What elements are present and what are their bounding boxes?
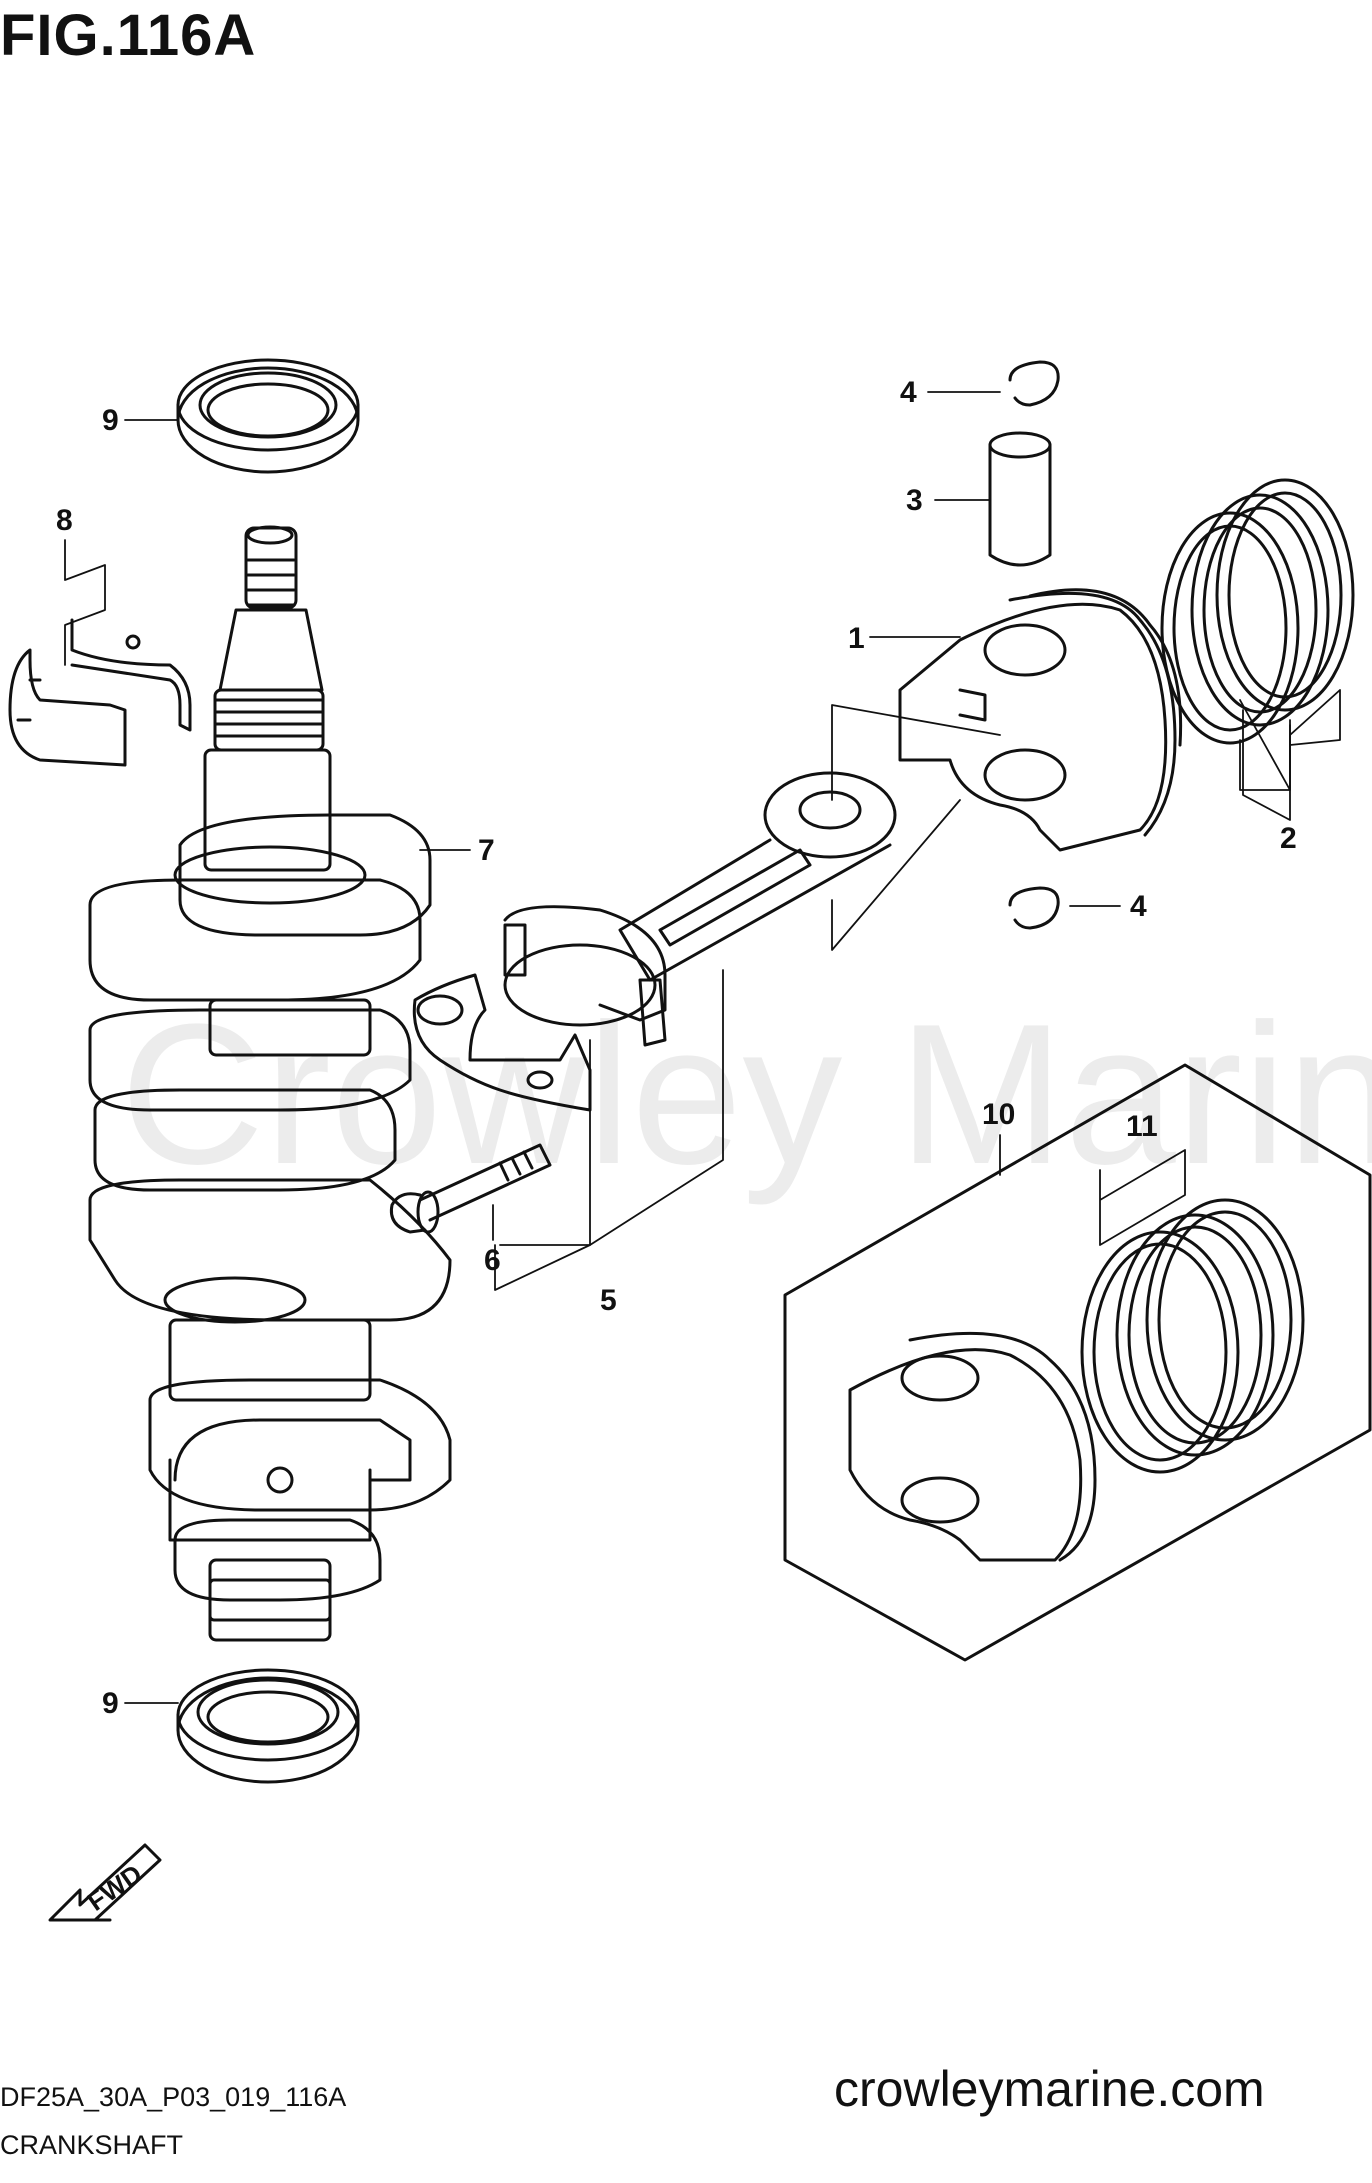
callout-1: 1: [848, 622, 865, 655]
callout-6: 6: [484, 1244, 501, 1277]
connecting-rod-bolt: [389, 1143, 552, 1234]
callout-8: 8: [56, 504, 73, 537]
fwd-label: FWD: [82, 1858, 148, 1917]
callout-10: 10: [982, 1098, 1015, 1131]
piston: [898, 588, 1183, 852]
piston-pin: [988, 431, 1052, 567]
piston-ring-set: [1160, 478, 1355, 745]
callout-2: 2: [1280, 822, 1297, 855]
callout-4-top: 4: [900, 376, 917, 409]
piston-set-box: [783, 1063, 1372, 1662]
callout-4-bottom: 4: [1130, 890, 1147, 923]
piston-kit-rings: [1080, 1198, 1305, 1474]
bearing-shell: [8, 618, 192, 767]
figure-title: FIG.116A: [0, 3, 257, 68]
crankshaft: [88, 525, 452, 1642]
oil-seal-bottom: [176, 1668, 360, 1784]
callout-labels: 1 2 3 4 4 5 6 7 8 9 9 10 11 FWD: [56, 376, 1297, 1917]
figure-code: DF25A_30A_P03_019_116A: [0, 2082, 347, 2112]
circlip-bottom: [1008, 886, 1060, 930]
callout-9-bottom: 9: [102, 1687, 119, 1720]
oil-seal-top: [176, 358, 360, 474]
figure-caption: CRANKSHAFT: [0, 2130, 184, 2160]
callout-9-top: 9: [102, 404, 119, 437]
fwd-arrow: [48, 1843, 162, 1922]
callout-7: 7: [478, 834, 495, 867]
watermark: Crowley Marine: [120, 983, 1372, 1206]
circlip-top: [1008, 360, 1060, 407]
callout-5: 5: [600, 1284, 617, 1317]
callout-11: 11: [1126, 1110, 1158, 1143]
callout-3: 3: [906, 484, 923, 517]
website-link[interactable]: crowleymarine.com: [834, 2061, 1265, 2117]
piston-kit-piston: [848, 1331, 1097, 1562]
connecting-rod: [412, 771, 897, 1112]
